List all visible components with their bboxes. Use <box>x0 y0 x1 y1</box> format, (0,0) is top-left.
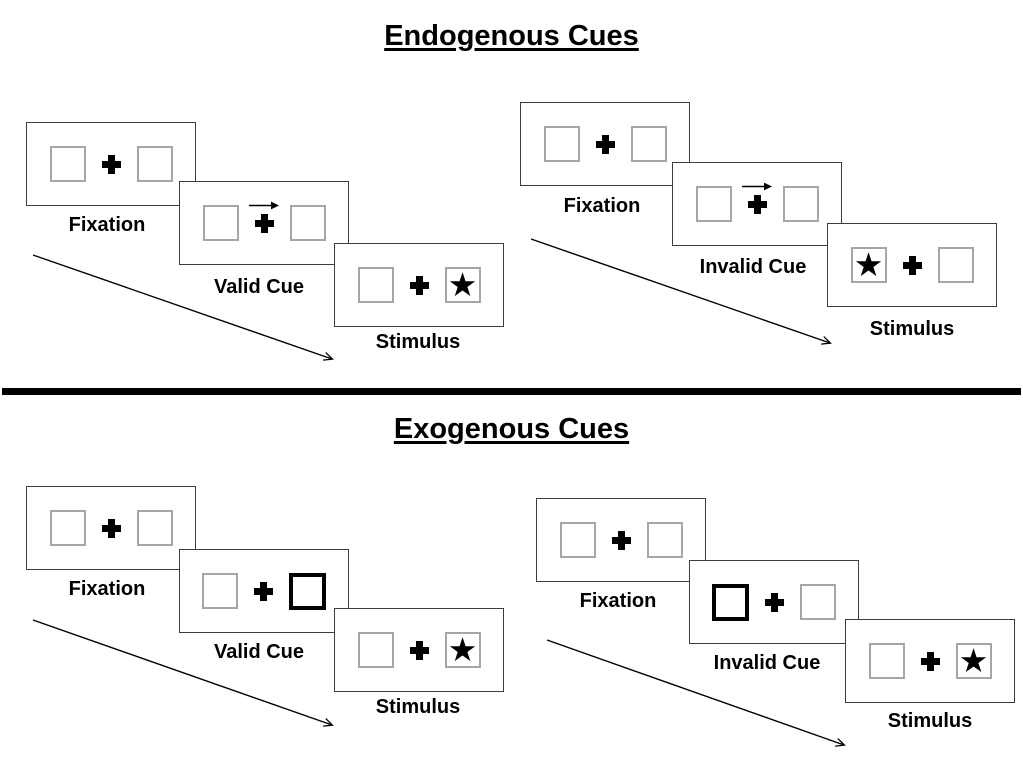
panel-label: Stimulus <box>375 331 461 353</box>
valid-cue-panel <box>179 181 349 265</box>
placeholder-box <box>357 267 394 303</box>
timeline-arrow-icon <box>32 254 334 361</box>
placeholder-box <box>202 573 238 609</box>
section-title-text: Exogenous Cues <box>393 413 630 445</box>
fixation-cross-icon <box>902 255 922 275</box>
placeholder-box <box>646 522 683 558</box>
placeholder-box <box>800 584 836 620</box>
section-divider <box>2 388 1021 395</box>
fixation-cross-icon <box>920 651 940 671</box>
target-box: ★ <box>444 264 481 304</box>
section-title-endogenous: Endogenous Cues <box>0 20 1023 53</box>
panel-label: Fixation <box>579 590 657 612</box>
panel-label: Fixation <box>68 578 146 600</box>
fixation-cross-icon <box>742 182 772 214</box>
fixation-cross-icon <box>101 154 121 174</box>
panel-label: Stimulus <box>375 696 461 718</box>
invalid-cue-panel <box>672 162 842 246</box>
stimulus-panel: ★ <box>845 619 1015 703</box>
placeholder-box <box>136 510 173 546</box>
invalid-cue-panel <box>689 560 859 644</box>
fixation-cross-icon <box>409 640 429 660</box>
placeholder-box <box>49 146 86 182</box>
target-box: ★ <box>955 640 992 680</box>
cue-right-arrow-icon <box>249 198 279 209</box>
star-icon: ★ <box>447 264 478 304</box>
section-title-exogenous: Exogenous Cues <box>0 413 1023 446</box>
placeholder-box <box>868 643 905 679</box>
stimulus-panel: ★ <box>334 608 504 692</box>
fixation-cross-icon <box>611 530 631 550</box>
panel-label: Valid Cue <box>213 276 305 298</box>
placeholder-box <box>937 247 974 283</box>
stimulus-panel: ★ <box>827 223 997 307</box>
placeholder-box <box>357 632 394 668</box>
cue-highlight-box <box>289 572 326 610</box>
fixation-panel <box>26 122 196 206</box>
fixation-cross-icon <box>595 134 615 154</box>
fixation-cross-icon <box>101 518 121 538</box>
fixation-cross-icon <box>409 275 429 295</box>
panel-label: Fixation <box>68 214 146 236</box>
cue-right-arrow-icon <box>742 179 772 190</box>
star-icon: ★ <box>958 640 989 680</box>
panel-label: Invalid Cue <box>713 652 821 674</box>
placeholder-box <box>695 186 732 222</box>
timeline-arrow-icon <box>32 619 334 727</box>
fixation-panel <box>520 102 690 186</box>
star-icon: ★ <box>853 244 884 284</box>
placeholder-box <box>202 205 239 241</box>
panel-label: Invalid Cue <box>699 256 807 278</box>
timeline-arrow-icon <box>546 639 846 747</box>
placeholder-box <box>289 205 326 241</box>
placeholder-box <box>782 186 819 222</box>
fixation-panel <box>536 498 706 582</box>
valid-cue-panel <box>179 549 349 633</box>
fixation-cross-icon <box>765 592 784 612</box>
section-title-text: Endogenous Cues <box>384 20 639 52</box>
panel-label: Stimulus <box>887 710 973 732</box>
placeholder-box <box>136 146 173 182</box>
fixation-cross-icon <box>254 581 273 601</box>
fixation-panel <box>26 486 196 570</box>
star-icon: ★ <box>447 629 478 669</box>
placeholder-box <box>559 522 596 558</box>
panel-label: Fixation <box>563 195 641 217</box>
placeholder-box <box>543 126 580 162</box>
panel-label: Stimulus <box>869 318 955 340</box>
timeline-arrow-icon <box>530 238 832 345</box>
stimulus-panel: ★ <box>334 243 504 327</box>
target-box: ★ <box>850 244 887 284</box>
placeholder-box <box>630 126 667 162</box>
fixation-cross-icon <box>249 201 279 233</box>
cue-highlight-box <box>712 583 749 621</box>
panel-label: Valid Cue <box>213 641 305 663</box>
placeholder-box <box>49 510 86 546</box>
target-box: ★ <box>444 629 481 669</box>
